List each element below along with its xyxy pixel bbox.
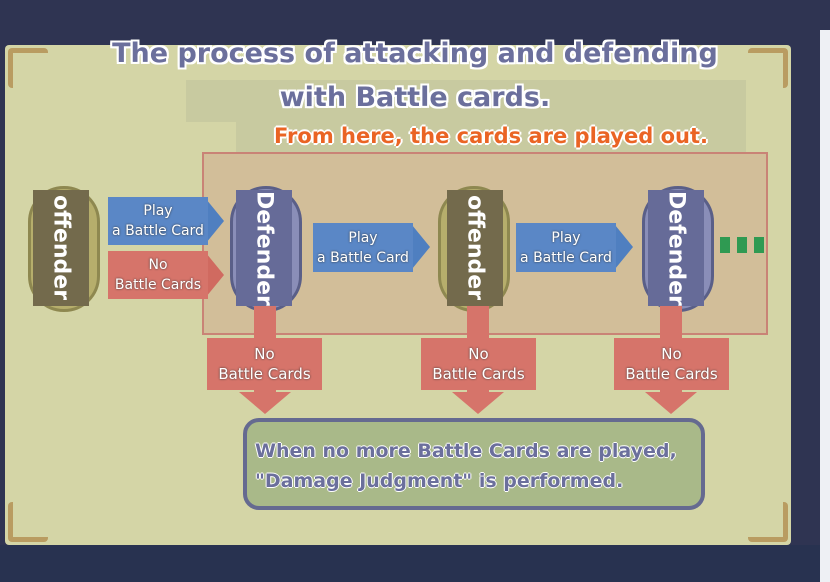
arrow-right-icon <box>615 225 633 269</box>
arrow-down-icon <box>645 392 697 414</box>
judgment-line-2: "Damage Judgment" is performed. <box>255 470 624 492</box>
arrow-right-icon <box>206 199 224 243</box>
arrow-right-icon <box>412 225 430 269</box>
label-line: No <box>254 345 275 363</box>
play-battle-card-box: Play a Battle Card <box>313 223 413 272</box>
label-line: No <box>661 345 682 363</box>
continuation-dash <box>737 237 747 253</box>
offender-label: offender <box>33 190 89 306</box>
offender-label: offender <box>447 190 503 306</box>
arrow-down-icon <box>452 392 504 414</box>
label-line: Play <box>551 229 581 246</box>
arrow-down-icon <box>239 392 291 414</box>
damage-judgment-box: When no more Battle Cards are played, "D… <box>243 418 705 510</box>
label-line: Play <box>143 203 173 219</box>
label-line: Battle Cards <box>114 277 202 293</box>
label-line: No <box>148 257 168 273</box>
corner-ornament-icon <box>8 48 48 88</box>
arrow-right-icon <box>206 253 224 297</box>
corner-ornament-icon <box>8 502 48 542</box>
title-line-2: with Battle cards. <box>279 82 551 113</box>
title-backdrop <box>186 80 746 122</box>
label-line: a Battle Card <box>112 223 204 239</box>
play-battle-card-box: Play a Battle Card <box>108 197 208 245</box>
label-line: Battle Cards <box>432 365 525 383</box>
defender-label: Defender <box>648 190 704 306</box>
continuation-dash <box>754 237 764 253</box>
title-line-1: The process of attacking and defending <box>112 38 718 69</box>
defender-label: Defender <box>236 190 292 306</box>
table-background <box>0 545 830 582</box>
play-battle-card-box: Play a Battle Card <box>516 223 616 272</box>
label-line: Battle Cards <box>625 365 718 383</box>
label-line: Play <box>348 229 378 246</box>
continuation-dash <box>720 237 730 253</box>
corner-ornament-icon <box>748 48 788 88</box>
label-line: a Battle Card <box>317 249 409 266</box>
subtitle-backdrop <box>236 122 746 154</box>
judgment-line-1: When no more Battle Cards are played, <box>255 440 677 462</box>
subtitle: From here, the cards are played out. <box>274 124 708 148</box>
label-line: Battle Cards <box>218 365 311 383</box>
corner-ornament-icon <box>748 502 788 542</box>
label-line: No <box>468 345 489 363</box>
label-line: a Battle Card <box>520 249 612 266</box>
edge-strip <box>820 30 830 582</box>
